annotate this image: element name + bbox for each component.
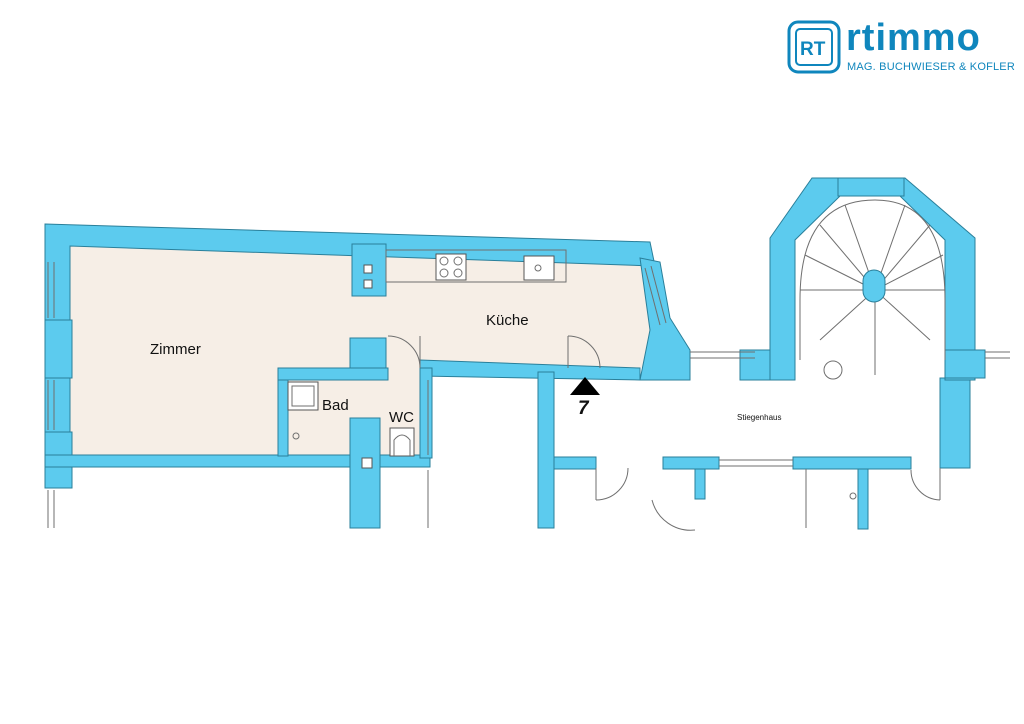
staircase-tower: [739, 177, 986, 381]
room-label-zimmer: Zimmer: [150, 341, 201, 358]
windows: [47, 262, 1010, 528]
stove-icon: [435, 253, 467, 281]
bath-fixtures: [287, 381, 857, 500]
shower-icon: [287, 381, 319, 411]
doors: [387, 335, 941, 531]
brand-name: rtimmo: [846, 17, 981, 59]
kitchen-counter: [363, 249, 567, 289]
sink-icon: [523, 255, 555, 281]
room-label-wc: WC: [389, 409, 414, 426]
entrance-number: 7: [578, 398, 590, 419]
room-label-stiegenhaus: Stiegenhaus: [737, 413, 781, 422]
room-label-bad: Bad: [322, 397, 349, 414]
entrance-arrow-icon: [570, 377, 600, 395]
room-label-kueche: Küche: [486, 312, 529, 329]
logo-monogram: RT: [800, 39, 826, 60]
brand-tagline: MAG. BUCHWIESER & KOFLER: [847, 61, 1015, 73]
rtimmo-logo: RT: [787, 20, 841, 74]
